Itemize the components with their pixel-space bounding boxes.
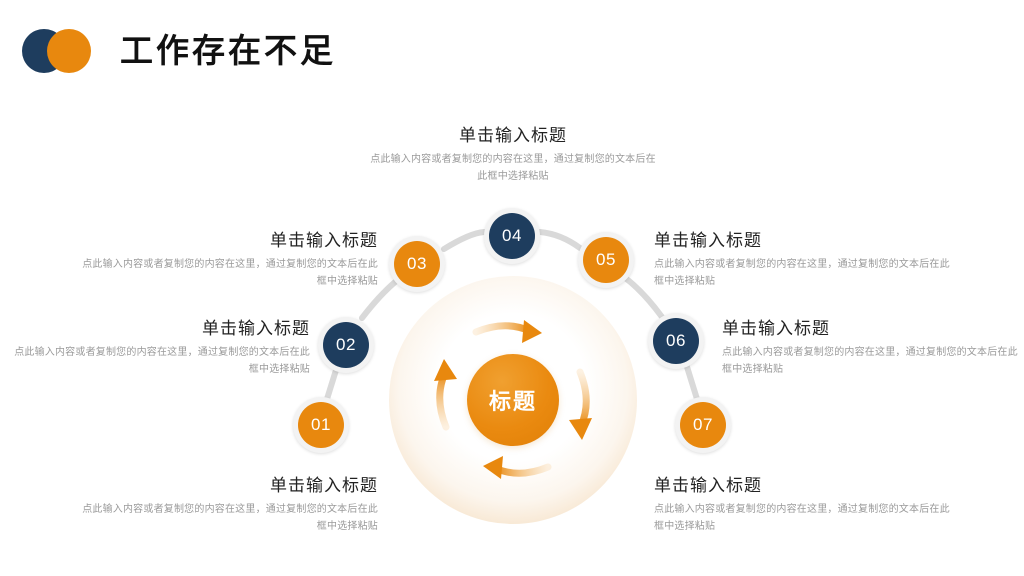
text-block-04-body: 点此输入内容或者复制您的内容在这里，通过复制您的文本后在此框中选择粘贴 bbox=[370, 154, 656, 182]
node-06-number: 06 bbox=[653, 318, 699, 364]
text-block-04-title: 单击输入标题 bbox=[459, 126, 567, 145]
text-block-02: 单击输入标题 点此输入内容或者复制您的内容在这里，通过复制您的文本后在此框中选择… bbox=[10, 317, 310, 378]
logo-circle-orange-icon bbox=[47, 29, 91, 73]
text-block-03: 单击输入标题 点此输入内容或者复制您的内容在这里，通过复制您的文本后在此框中选择… bbox=[78, 229, 378, 290]
text-block-01-body: 点此输入内容或者复制您的内容在这里，通过复制您的文本后在此框中选择粘贴 bbox=[82, 504, 378, 532]
node-07-number: 07 bbox=[680, 402, 726, 448]
node-05-number: 05 bbox=[583, 237, 629, 283]
center-node-label: 标题 bbox=[488, 389, 537, 414]
cycle-arrow-bottom-icon bbox=[483, 456, 552, 479]
node-04[interactable]: 04 bbox=[484, 208, 540, 264]
node-01[interactable]: 01 bbox=[293, 397, 349, 453]
node-02[interactable]: 02 bbox=[318, 317, 374, 373]
text-block-05-body: 点此输入内容或者复制您的内容在这里，通过复制您的文本后在此框中选择粘贴 bbox=[654, 259, 950, 287]
text-block-05-title: 单击输入标题 bbox=[654, 231, 762, 250]
text-block-07: 单击输入标题 点此输入内容或者复制您的内容在这里，通过复制您的文本后在此框中选择… bbox=[654, 474, 954, 535]
node-03-number: 03 bbox=[394, 241, 440, 287]
cycle-arrow-top-icon bbox=[472, 320, 542, 343]
text-block-01-title: 单击输入标题 bbox=[270, 476, 378, 495]
logo-mark bbox=[22, 29, 122, 73]
node-02-number: 02 bbox=[323, 322, 369, 368]
text-block-03-title: 单击输入标题 bbox=[270, 231, 378, 250]
node-03[interactable]: 03 bbox=[389, 236, 445, 292]
node-06[interactable]: 06 bbox=[648, 313, 704, 369]
text-block-07-title: 单击输入标题 bbox=[654, 476, 762, 495]
text-block-04: 单击输入标题 点此输入内容或者复制您的内容在这里，通过复制您的文本后在此框中选择… bbox=[368, 124, 658, 185]
node-01-number: 01 bbox=[298, 402, 344, 448]
center-node[interactable]: 标题 bbox=[467, 354, 559, 446]
text-block-03-body: 点此输入内容或者复制您的内容在这里，通过复制您的文本后在此框中选择粘贴 bbox=[82, 259, 378, 287]
cycle-arrow-left-icon bbox=[434, 359, 457, 431]
text-block-06: 单击输入标题 点此输入内容或者复制您的内容在这里，通过复制您的文本后在此框中选择… bbox=[722, 317, 1022, 378]
slide-header: 工作存在不足 bbox=[0, 0, 1024, 100]
text-block-01: 单击输入标题 点此输入内容或者复制您的内容在这里，通过复制您的文本后在此框中选择… bbox=[78, 474, 378, 535]
node-05[interactable]: 05 bbox=[578, 232, 634, 288]
page-title: 工作存在不足 bbox=[120, 32, 336, 69]
text-block-06-body: 点此输入内容或者复制您的内容在这里，通过复制您的文本后在此框中选择粘贴 bbox=[722, 347, 1018, 375]
text-block-07-body: 点此输入内容或者复制您的内容在这里，通过复制您的文本后在此框中选择粘贴 bbox=[654, 504, 950, 532]
text-block-06-title: 单击输入标题 bbox=[722, 319, 830, 338]
cycle-arrow-right-icon bbox=[569, 368, 592, 440]
node-04-number: 04 bbox=[489, 213, 535, 259]
text-block-02-body: 点此输入内容或者复制您的内容在这里，通过复制您的文本后在此框中选择粘贴 bbox=[14, 347, 310, 375]
text-block-02-title: 单击输入标题 bbox=[202, 319, 310, 338]
text-block-05: 单击输入标题 点此输入内容或者复制您的内容在这里，通过复制您的文本后在此框中选择… bbox=[654, 229, 954, 290]
node-07[interactable]: 07 bbox=[675, 397, 731, 453]
